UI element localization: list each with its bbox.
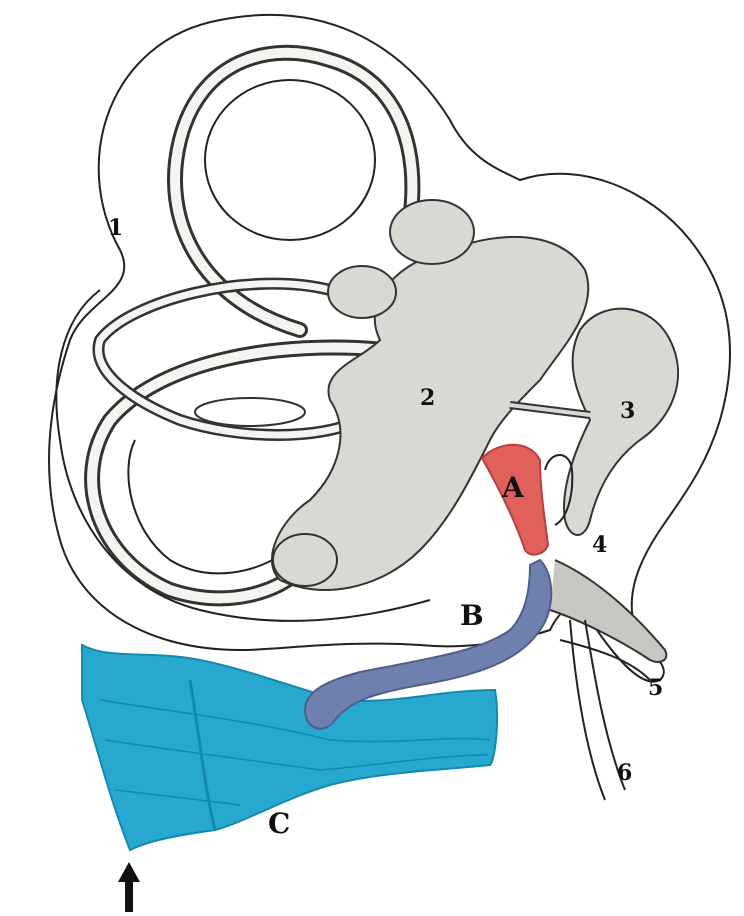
superior-canal-inner — [205, 80, 375, 240]
label-c: C — [268, 807, 290, 840]
ampulla-superior — [390, 200, 474, 264]
inner-loop — [128, 440, 280, 573]
label-1: 1 — [108, 215, 123, 241]
label-6: 6 — [617, 760, 632, 786]
lateral-canal-inner — [195, 398, 305, 426]
label-4: 4 — [592, 532, 607, 558]
up-arrow-icon — [118, 862, 140, 912]
label-b: B — [460, 599, 484, 632]
ampulla-lateral — [328, 266, 396, 318]
label-2: 2 — [420, 385, 435, 411]
label-5: 5 — [648, 675, 663, 701]
ampulla-posterior — [273, 534, 337, 586]
label-3: 3 — [620, 398, 635, 424]
label-a: A — [501, 471, 525, 504]
